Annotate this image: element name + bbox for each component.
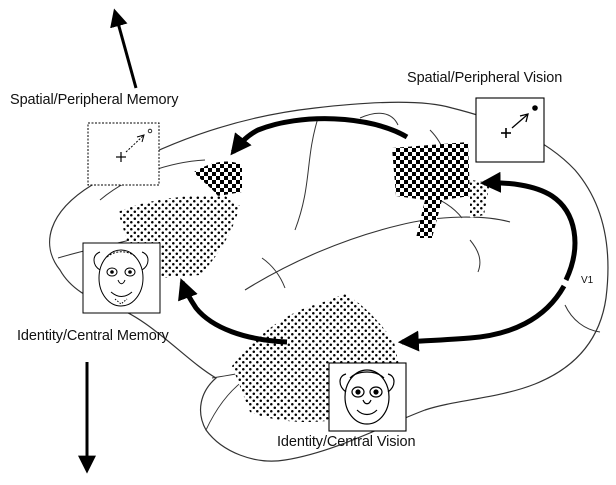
sulcus-d — [470, 240, 480, 272]
spatial-vision-box — [476, 98, 544, 162]
occipital-dotted-strip — [470, 180, 490, 218]
arrow-up-external — [115, 12, 136, 88]
arrow-v1-to-central-vision — [402, 286, 564, 342]
label-v1: V1 — [581, 275, 593, 286]
label-spatial-peripheral-memory: Spatial/Peripheral Memory — [10, 92, 178, 108]
arrow-v1-to-spatial-vision — [484, 183, 575, 280]
label-identity-central-vision: Identity/Central Vision — [277, 434, 415, 450]
label-identity-central-memory: Identity/Central Memory — [17, 328, 169, 344]
central-sulcus — [295, 118, 318, 230]
label-spatial-peripheral-vision: Spatial/Peripheral Vision — [407, 70, 562, 86]
sylvian-fissure — [245, 217, 510, 290]
frontal-checker-region — [194, 161, 242, 196]
occipital-sulcus — [565, 305, 600, 332]
spatial-memory-box — [88, 123, 159, 185]
arrow-vision-to-memory-spatial — [233, 119, 407, 152]
identity-memory-box — [83, 243, 160, 313]
identity-vision-box — [329, 363, 406, 431]
